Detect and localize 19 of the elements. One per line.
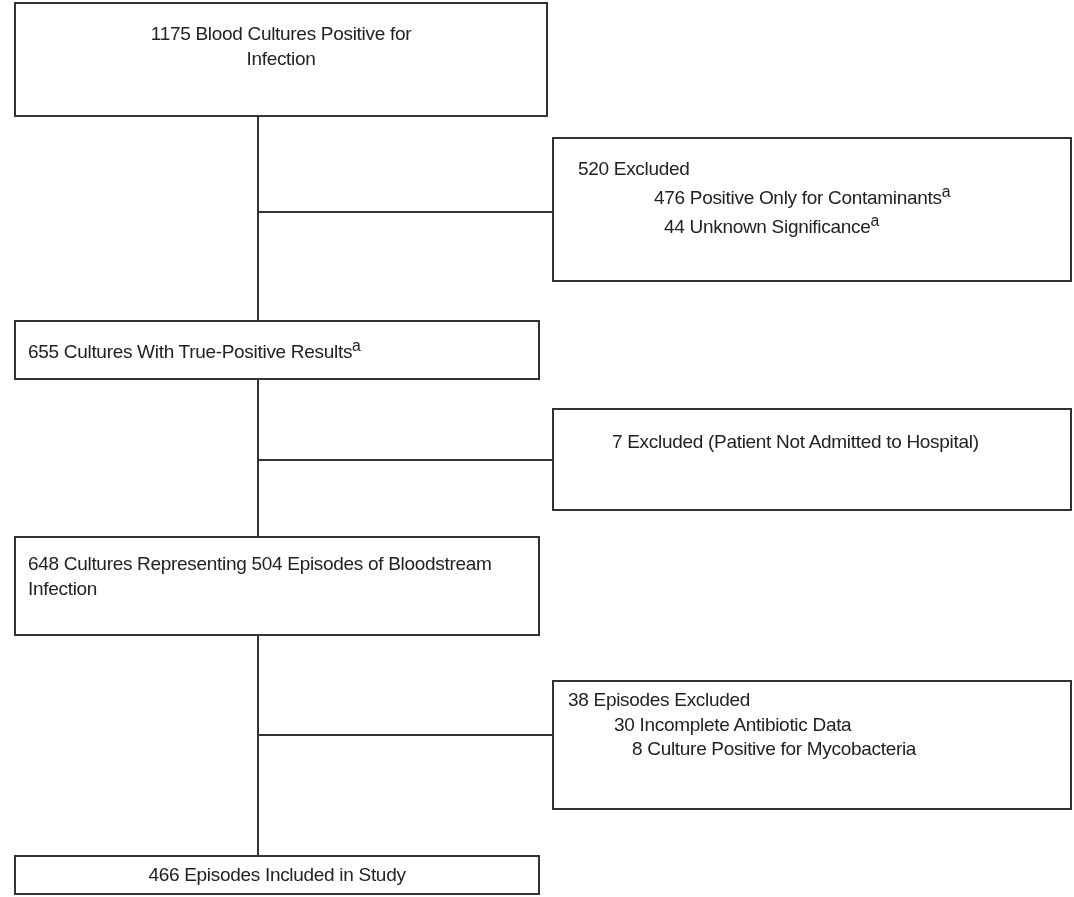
sub-item-text: 476 Positive Only for Contaminants$^{a}$ [653,181,952,210]
box-text: 520 Excluded [577,157,691,181]
box-text: 38 Episodes Excluded [567,688,751,712]
flow-box [552,137,1072,282]
flow-box [14,320,540,380]
sub-item-text: 8 Culture Positive for Mycobacteria [631,737,918,762]
box-text: 1175 Blood Cultures Positive for Infection [149,22,413,71]
flow-box [14,2,548,117]
sub-item-text: 44 Unknown Significance$^{a}$ [663,210,881,240]
box-text: 7 Excluded (Patient Not Admitted to Hospital) [612,430,980,454]
flow-box [552,680,1072,810]
box-text: 655 Cultures With True-Positive Results$^{a}$ [28,336,362,365]
flow-box [14,855,540,895]
box-text: 648 Cultures Representing 504 Episodes of Bloodstream Infection [28,552,493,601]
sub-item-text: 30 Incomplete Antibiotic Data [613,712,853,737]
flow-box [14,536,540,636]
flow-box [552,408,1072,511]
box-text: 466 Episodes Included in Study [147,863,407,887]
connector-line [257,379,553,461]
